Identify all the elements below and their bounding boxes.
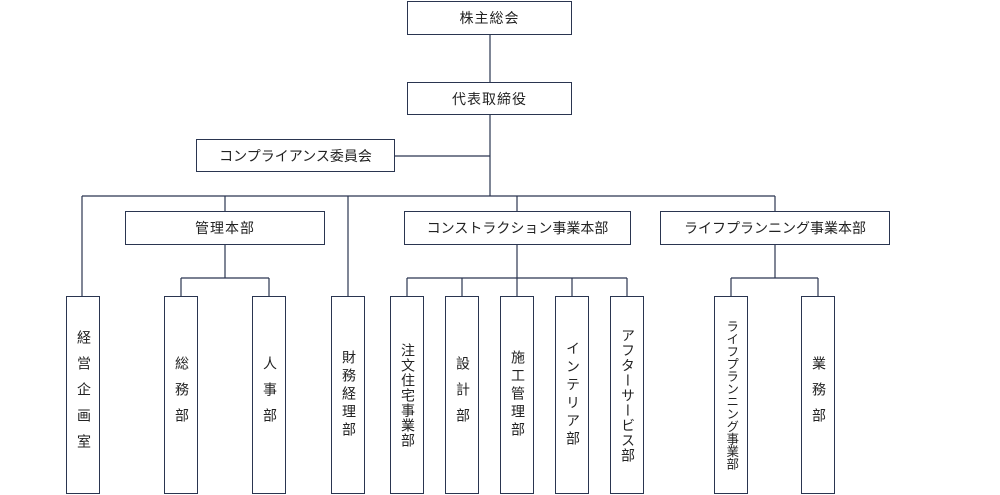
node-label: コンストラクション事業本部 bbox=[426, 221, 609, 237]
node-label: 人事部 bbox=[261, 356, 277, 434]
node-label: 管理本部 bbox=[195, 221, 255, 237]
node-management-planning-office: 経営企画室 bbox=[66, 296, 100, 494]
node-lifeplanning-division: ライフプランニング事業部 bbox=[714, 296, 748, 494]
node-label: インテリア部 bbox=[564, 341, 580, 449]
node-management-hq: 管理本部 bbox=[125, 211, 325, 245]
node-label: 経営企画室 bbox=[75, 330, 91, 460]
node-construction-hq: コンストラクション事業本部 bbox=[404, 211, 631, 245]
node-shareholders-meeting: 株主総会 bbox=[407, 1, 572, 35]
node-label: 代表取締役 bbox=[452, 91, 527, 108]
node-label: ライフプランニング事業部 bbox=[724, 320, 740, 470]
node-general-affairs-dept: 総務部 bbox=[164, 296, 198, 494]
node-label: コンプライアンス委員会 bbox=[219, 148, 372, 165]
node-label: 総務部 bbox=[173, 356, 189, 434]
node-interior-dept: インテリア部 bbox=[555, 296, 589, 494]
node-label: 株主総会 bbox=[459, 11, 520, 27]
node-finance-accounting-dept: 財務経理部 bbox=[331, 296, 365, 494]
node-label: 設計部 bbox=[454, 356, 470, 434]
node-lifeplanning-hq: ライフプランニング事業本部 bbox=[660, 211, 890, 245]
node-after-service-dept: アフターサービス部 bbox=[610, 296, 644, 494]
node-operations-dept: 業務部 bbox=[801, 296, 835, 494]
node-construction-management-dept: 施工管理部 bbox=[500, 296, 534, 494]
node-label: 注文住宅事業部 bbox=[399, 342, 415, 448]
node-representative-director: 代表取締役 bbox=[407, 82, 572, 115]
node-label: アフターサービス部 bbox=[619, 327, 635, 463]
node-human-resources-dept: 人事部 bbox=[252, 296, 286, 494]
node-label: 財務経理部 bbox=[340, 350, 356, 440]
node-label: ライフプランニング事業本部 bbox=[684, 221, 866, 237]
node-custom-housing-division: 注文住宅事業部 bbox=[390, 296, 424, 494]
node-compliance-committee: コンプライアンス委員会 bbox=[196, 139, 395, 172]
node-label: 業務部 bbox=[810, 356, 826, 434]
node-label: 施工管理部 bbox=[509, 350, 525, 440]
node-design-dept: 設計部 bbox=[445, 296, 479, 494]
